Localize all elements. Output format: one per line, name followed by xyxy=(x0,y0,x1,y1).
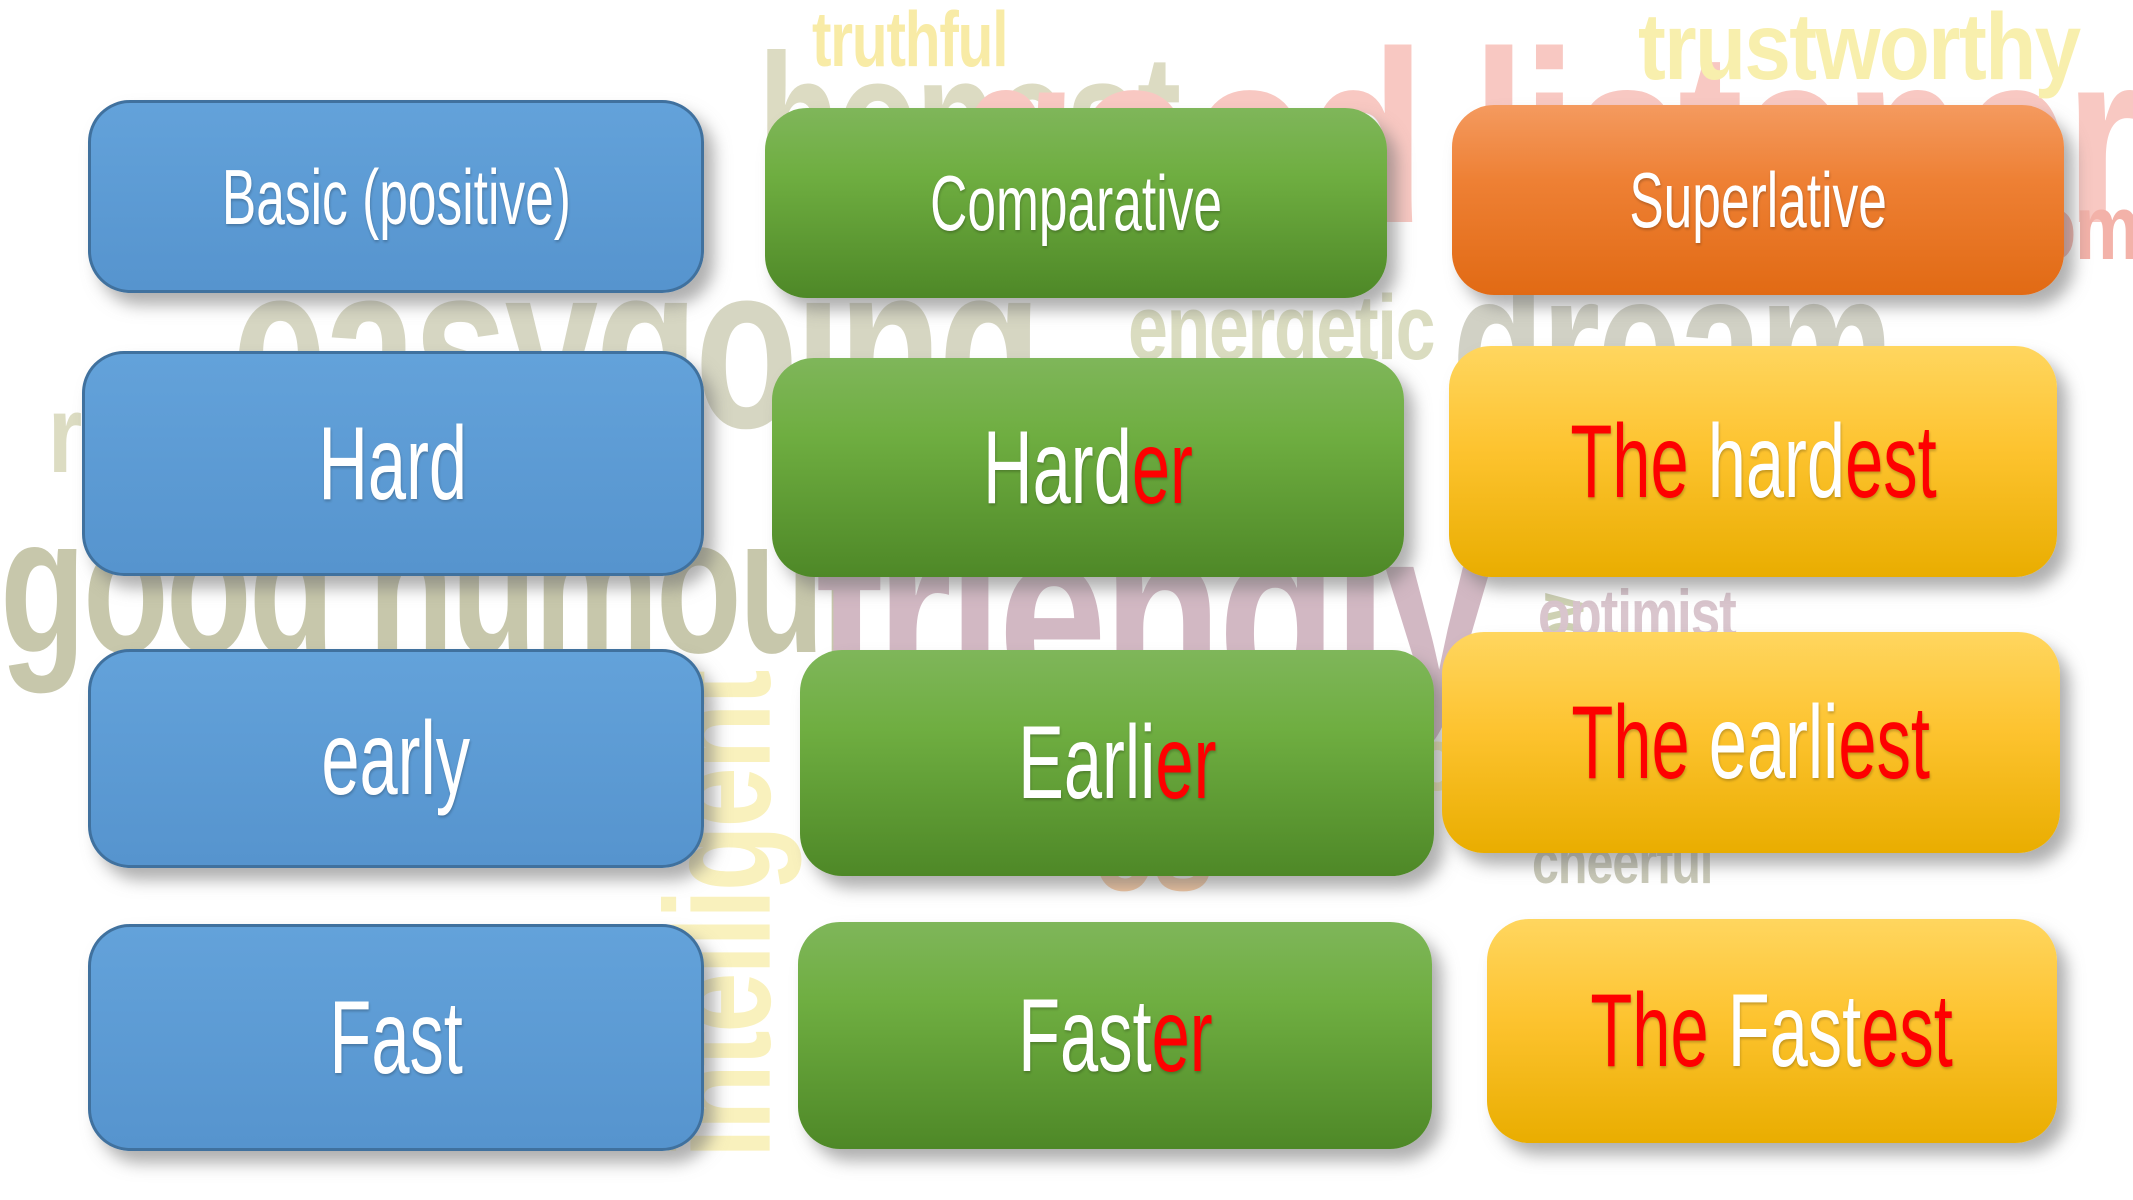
cell-early-text: early xyxy=(321,700,471,817)
cell-fast-text: Fast xyxy=(329,979,463,1096)
cell-the-fastest-stem: Fast xyxy=(1728,973,1862,1089)
cell-hard: Hard xyxy=(82,351,704,576)
cell-hard-label: Hard xyxy=(319,412,468,516)
cell-harder-suffix: er xyxy=(1131,409,1193,526)
cell-faster-stem: Fast xyxy=(1017,977,1152,1094)
header-basic-positive-label: Basic (positive) xyxy=(221,152,571,241)
cell-harder-stem: Hard xyxy=(983,409,1132,526)
cell-the-earliest-label: The earliest xyxy=(1572,691,1931,795)
header-superlative: Superlative xyxy=(1452,105,2064,295)
cell-fast: Fast xyxy=(88,924,704,1151)
cell-earlier-label: Earlier xyxy=(1018,711,1216,815)
header-superlative-label: Superlative xyxy=(1629,156,1887,244)
cell-early: early xyxy=(88,649,704,868)
cell-fast-label: Fast xyxy=(329,986,462,1090)
cell-the-earliest: The earliest xyxy=(1442,632,2060,853)
cell-earlier-suffix: er xyxy=(1155,705,1217,821)
cell-the-fastest-suffix: est xyxy=(1861,973,1954,1089)
cell-the-hardest-stem: hard xyxy=(1707,403,1845,520)
cell-earlier-stem: Earli xyxy=(1017,705,1156,821)
cell-the-fastest-article: The xyxy=(1590,973,1729,1089)
cell-the-fastest: The Fastest xyxy=(1487,919,2057,1143)
cell-harder: Harder xyxy=(772,358,1404,577)
cell-earlier: Earlier xyxy=(800,650,1434,876)
cell-the-earliest-suffix: est xyxy=(1838,684,1931,801)
cell-the-hardest: The hardest xyxy=(1449,346,2057,577)
cell-the-fastest-label: The Fastest xyxy=(1591,979,1953,1083)
bg-word-trustworthy: trustworthy xyxy=(1638,0,2081,100)
header-comparative: Comparative xyxy=(765,108,1387,298)
bg-word-fragment-r: r xyxy=(48,373,82,496)
cell-faster-label: Faster xyxy=(1018,984,1213,1088)
cell-hard-text: Hard xyxy=(318,405,468,522)
cell-harder-label: Harder xyxy=(983,416,1193,520)
cell-the-hardest-label: The hardest xyxy=(1570,410,1936,514)
header-basic-positive: Basic (positive) xyxy=(88,100,704,293)
cell-the-hardest-article: The xyxy=(1569,403,1708,520)
cell-faster: Faster xyxy=(798,922,1432,1149)
bg-word-truthful: truthful xyxy=(812,0,1008,83)
header-comparative-label: Comparative xyxy=(930,159,1222,247)
cell-early-label: early xyxy=(322,707,471,811)
cell-the-earliest-stem: earli xyxy=(1709,684,1839,801)
cell-the-earliest-article: The xyxy=(1571,684,1710,801)
cell-the-hardest-suffix: est xyxy=(1844,403,1937,520)
cell-faster-suffix: er xyxy=(1151,977,1213,1094)
